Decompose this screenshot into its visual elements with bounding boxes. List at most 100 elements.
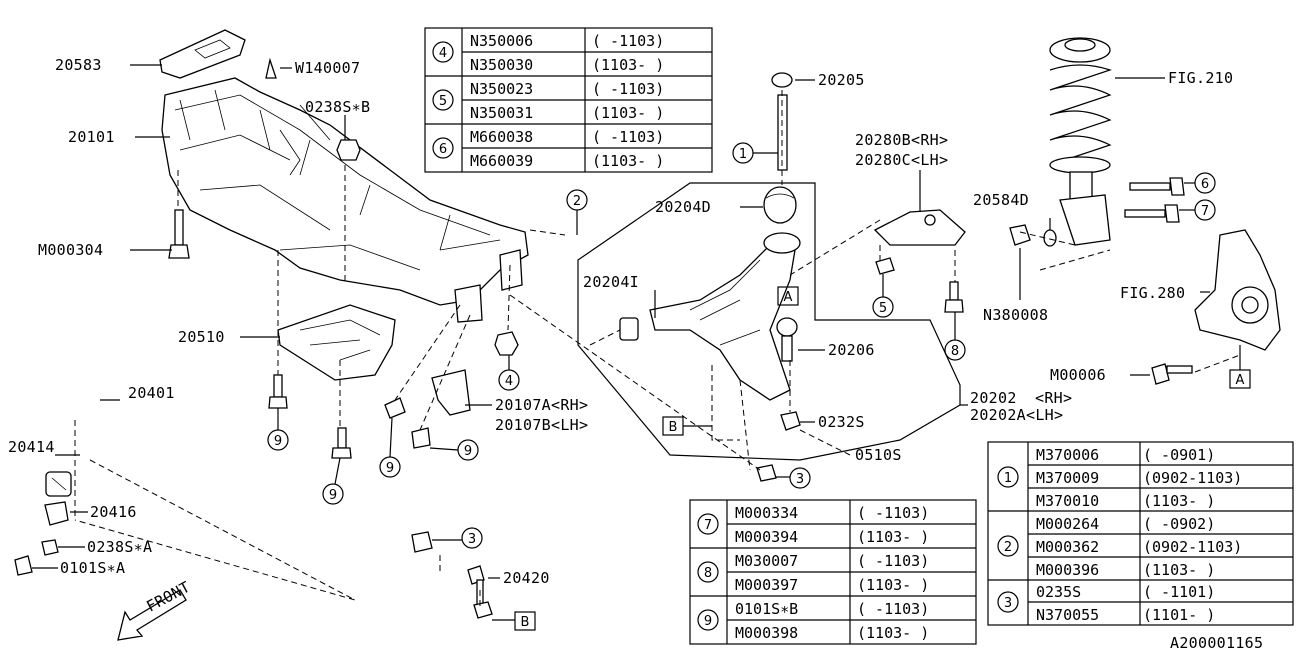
table-parts-1-2-3: 1 M370006 ( -0901) M370009 (0902-1103) M…	[987, 441, 1294, 626]
callout-5: 5	[872, 296, 894, 318]
svg-text:(1103- ): (1103- )	[857, 528, 929, 546]
svg-text:8: 8	[704, 566, 712, 581]
svg-text:(1103- ): (1103- )	[1143, 561, 1215, 579]
t789-8: 8	[697, 561, 719, 583]
svg-text:9: 9	[464, 444, 472, 459]
svg-text:(1103- ): (1103- )	[592, 152, 664, 170]
svg-text:N370055: N370055	[1036, 606, 1099, 624]
svg-text:6: 6	[439, 142, 447, 157]
nut-n380008-drawing	[1009, 224, 1031, 246]
svg-text:2: 2	[1004, 540, 1012, 555]
svg-text:N350023: N350023	[470, 80, 533, 98]
label-20204i: 20204I	[583, 273, 639, 291]
svg-text:M370006: M370006	[1036, 446, 1099, 464]
nut-4-drawing	[494, 331, 519, 356]
stabilizer-bar-drawing	[82, 352, 453, 578]
label-0238sa: 0238S∗A	[87, 538, 152, 556]
svg-text:2: 2	[573, 194, 581, 209]
svg-text:9: 9	[274, 434, 282, 449]
label-20414: 20414	[8, 438, 55, 456]
bolt-m000304-drawing	[168, 209, 190, 259]
svg-text:5: 5	[439, 94, 447, 109]
nut-0232s-drawing	[780, 411, 801, 431]
part-labels: 20583 W140007 20101 0238S∗B M000304 2051…	[8, 56, 1263, 652]
svg-text:( -1103): ( -1103)	[592, 128, 664, 146]
bolts-6-7-drawing	[1124, 177, 1185, 223]
svg-text:7: 7	[1201, 204, 1209, 219]
bushing-20204d-drawing	[763, 186, 797, 224]
svg-text:0235S: 0235S	[1036, 583, 1081, 601]
bracket-20510-drawing	[277, 304, 396, 381]
t456-5: 5	[432, 89, 454, 111]
svg-text:B: B	[669, 420, 678, 435]
dashed-guide-lines	[74, 90, 1241, 610]
callout-8: 8	[944, 339, 966, 361]
label-0510s: 0510S	[855, 446, 902, 464]
svg-text:M000264: M000264	[1036, 515, 1099, 533]
label-20583: 20583	[55, 56, 102, 74]
nut-0238sb-drawing	[336, 139, 361, 161]
svg-text:9: 9	[704, 614, 712, 629]
svg-text:N350030: N350030	[470, 56, 533, 74]
t123-1: 1	[997, 466, 1019, 488]
svg-text:M000396: M000396	[1036, 561, 1099, 579]
strut-spring-drawing	[1049, 37, 1112, 246]
svg-text:( -0902): ( -0902)	[1143, 515, 1215, 533]
callout-9-d: 9	[457, 439, 479, 461]
bracket-20416-drawing	[44, 501, 69, 526]
svg-text:B: B	[521, 615, 530, 630]
svg-text:5: 5	[879, 301, 887, 316]
svg-text:3: 3	[796, 472, 804, 487]
lower-arm-outline	[577, 182, 961, 461]
callout-4: 4	[498, 369, 520, 391]
svg-text:( -1103): ( -1103)	[857, 552, 929, 570]
t789-9: 9	[697, 609, 719, 631]
svg-text:M000362: M000362	[1036, 538, 1099, 556]
crossmember-drawing	[161, 77, 529, 323]
label-fig280: FIG.280	[1120, 284, 1185, 302]
svg-text:(1103- ): (1103- )	[857, 624, 929, 642]
label-0101sa: 0101S∗A	[60, 559, 125, 577]
svg-text:M000397: M000397	[735, 576, 798, 594]
table-parts-7-8-9: 7 M000334 ( -1103) M000394 (1103- ) 8 M0…	[689, 499, 977, 645]
box-b-lower: B	[662, 416, 684, 436]
bushing-20414-drawing	[45, 471, 72, 497]
svg-text:M000334: M000334	[735, 504, 798, 522]
svg-text:( -1103): ( -1103)	[592, 80, 664, 98]
callout-9-b: 9	[322, 483, 344, 505]
svg-text:(1101- ): (1101- )	[1143, 606, 1215, 624]
label-20584d: 20584D	[973, 191, 1029, 209]
svg-text:( -1101): ( -1101)	[1143, 583, 1215, 601]
callout-3-lower: 3	[789, 467, 811, 489]
diagram-id: A200001165	[1170, 634, 1263, 652]
svg-text:7: 7	[704, 518, 712, 533]
svg-text:9: 9	[386, 461, 394, 476]
callout-7: 7	[1194, 199, 1216, 221]
svg-text:(1103- ): (1103- )	[592, 104, 664, 122]
svg-text:(1103- ): (1103- )	[857, 576, 929, 594]
svg-text:3: 3	[1004, 596, 1012, 611]
svg-text:( -1103): ( -1103)	[857, 504, 929, 522]
t123-3: 3	[997, 591, 1019, 613]
label-20510: 20510	[178, 328, 225, 346]
table-parts-4-5-6: 4 N350006 ( -1103) N350030 (1103- ) 5 N3…	[424, 27, 713, 173]
svg-text:(1103- ): (1103- )	[592, 56, 664, 74]
svg-text:1: 1	[739, 147, 747, 162]
svg-text:(0902-1103): (0902-1103)	[1143, 469, 1242, 487]
callout-2: 2	[566, 189, 588, 211]
box-a-lower: A	[777, 286, 799, 306]
svg-text:N350031: N350031	[470, 104, 533, 122]
lower-arm-drawing	[649, 232, 801, 401]
svg-text:9: 9	[329, 488, 337, 503]
label-0232s: 0232S	[818, 413, 865, 431]
front-arrow	[117, 589, 187, 641]
box-a-knuckle: A	[1229, 369, 1251, 389]
nut-0238sa-drawing	[41, 539, 59, 556]
box-b-stab: B	[514, 611, 536, 631]
svg-text:M000398: M000398	[735, 624, 798, 642]
svg-text:( -1103): ( -1103)	[857, 600, 929, 618]
label-20420: 20420	[503, 569, 550, 587]
bracket-20107-drawing	[384, 369, 471, 449]
svg-text:4: 4	[439, 46, 447, 61]
label-20280c: 20280C<LH>	[855, 151, 948, 169]
